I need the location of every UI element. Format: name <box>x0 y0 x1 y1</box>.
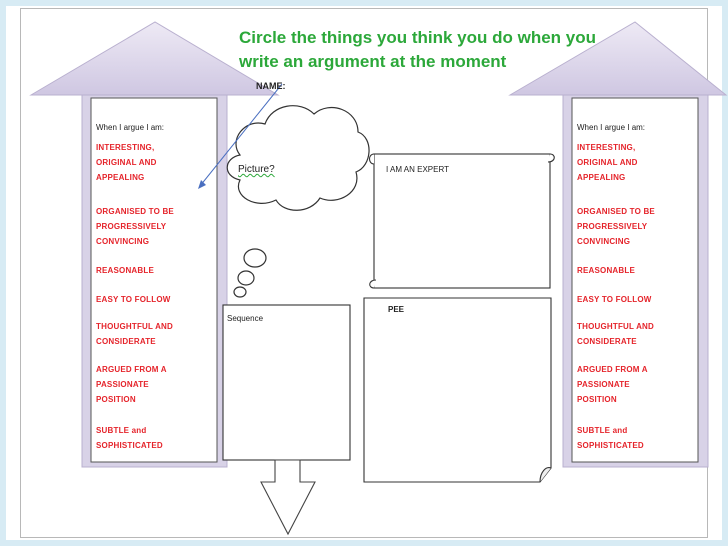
left-item-easy-to-follow[interactable]: EASY TO FOLLOW <box>96 295 171 304</box>
expert-scroll <box>368 153 555 289</box>
left-column: When I argue I am: INTERESTING, ORIGINAL… <box>93 98 215 456</box>
instruction-line-2: write an argument at the moment <box>239 52 507 71</box>
instruction-line-1: Circle the things you think you do when … <box>239 28 597 47</box>
left-item-organised[interactable]: ORGANISED TO BE PROGRESSIVELY CONVINCING <box>96 207 174 246</box>
left-item-thoughtful[interactable]: THOUGHTFUL AND CONSIDERATE <box>96 322 174 346</box>
left-item-reasonable[interactable]: REASONABLE <box>96 266 155 275</box>
expert-label: I AM AN EXPERT <box>386 165 449 174</box>
right-item-reasonable[interactable]: REASONABLE <box>577 266 636 275</box>
pointer-arrowhead <box>198 180 206 189</box>
left-item-passionate[interactable]: ARGUED FROM A PASSIONATE POSITION <box>96 365 167 404</box>
name-label: NAME: <box>256 81 286 91</box>
left-column-panel <box>90 97 218 463</box>
right-item-easy-to-follow[interactable]: EASY TO FOLLOW <box>577 295 652 304</box>
pee-label: PEE <box>388 305 405 314</box>
right-item-subtle[interactable]: SUBTLE and SOPHISTICATED <box>577 426 644 450</box>
left-item-subtle[interactable]: SUBTLE and SOPHISTICATED <box>96 426 163 450</box>
right-column-heading: When I argue I am: <box>577 123 646 132</box>
pee-box <box>363 297 552 483</box>
right-item-interesting[interactable]: INTERESTING, ORIGINAL AND APPEALING <box>577 143 638 182</box>
left-item-interesting[interactable]: INTERESTING, ORIGINAL AND APPEALING <box>96 143 157 182</box>
pointer-line <box>199 83 283 187</box>
right-item-organised[interactable]: ORGANISED TO BE PROGRESSIVELY CONVINCING <box>577 207 655 246</box>
right-column-panel <box>571 97 699 463</box>
right-item-passionate[interactable]: ARGUED FROM A PASSIONATE POSITION <box>577 365 648 404</box>
left-column-heading: When I argue I am: <box>96 123 165 132</box>
right-column: When I argue I am: INTERESTING, ORIGINAL… <box>574 98 696 456</box>
sequence-label: Sequence <box>227 314 264 323</box>
right-item-thoughtful[interactable]: THOUGHTFUL AND CONSIDERATE <box>577 322 655 346</box>
down-arrow <box>260 459 316 536</box>
picture-label: Picture? <box>238 164 275 175</box>
instruction-text: Circle the things you think you do when … <box>239 26 709 74</box>
thought-cloud <box>226 105 370 298</box>
sequence-box <box>222 304 351 461</box>
